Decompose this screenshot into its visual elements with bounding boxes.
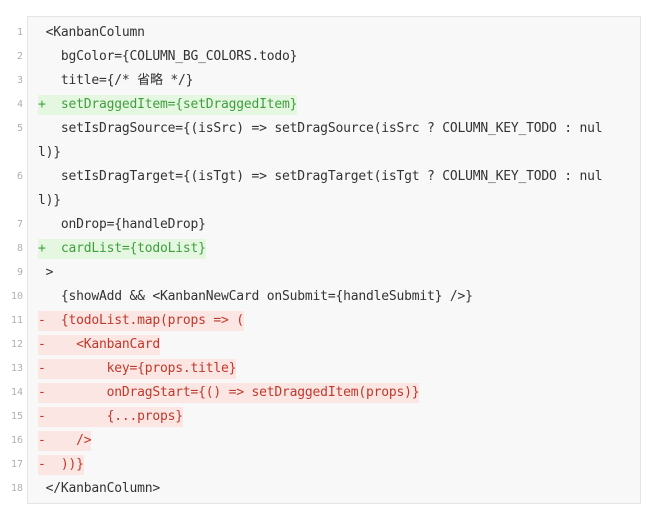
line-text: onDrop={handleDrop} (38, 217, 206, 232)
line-text: - <KanbanCard (38, 333, 160, 357)
code-line-removed: 17 - ))} (11, 453, 640, 477)
code-line: 5 setIsDragSource={(isSrc) => setDragSou… (17, 117, 640, 165)
line-text: title={/* 省略 */} (38, 73, 194, 88)
line-number: 16 (10, 435, 23, 446)
line-text: + setDraggedItem={setDraggedItem} (38, 93, 298, 117)
line-text: - ))} (38, 453, 84, 477)
line-number: 17 (10, 459, 23, 470)
line-number: 14 (10, 387, 23, 398)
line-number: 5 (16, 123, 23, 134)
code-line: 1 <KanbanColumn (17, 21, 640, 45)
line-number: 6 (16, 171, 23, 182)
code-line: 7 onDrop={handleDrop} (17, 213, 640, 237)
line-text: - {todoList.map(props => ( (38, 309, 244, 333)
line-number: 1 (16, 27, 23, 38)
line-text: setIsDragSource={(isSrc) => setDragSourc… (38, 121, 603, 136)
line-number: 4 (16, 99, 23, 110)
line-number: 15 (10, 411, 23, 422)
code-line: 10 {showAdd && <KanbanNewCard onSubmit={… (11, 285, 640, 309)
code-line: 9 > (17, 261, 640, 285)
code-line-removed: 12 - <KanbanCard (11, 333, 640, 357)
line-text: > (38, 265, 54, 280)
code-line-removed: 15 - {...props} (11, 405, 640, 429)
line-number: 13 (10, 363, 23, 374)
line-number: 18 (10, 483, 23, 494)
line-text: - onDragStart={() => setDraggedItem(prop… (38, 381, 420, 405)
line-text: </KanbanColumn> (38, 481, 161, 496)
line-number: 10 (10, 291, 23, 302)
line-number: 12 (10, 339, 23, 350)
code-line: 6 setIsDragTarget={(isTgt) => setDragTar… (17, 165, 640, 213)
code-line-added: 4 + setDraggedItem={setDraggedItem} (17, 93, 640, 117)
code-line-removed: 16 - /> (11, 429, 640, 453)
line-text: - key={props.title} (38, 357, 236, 381)
line-number: 9 (16, 267, 23, 278)
line-number: 3 (16, 75, 23, 86)
line-text: - {...props} (38, 405, 183, 429)
line-text: - /> (38, 429, 92, 453)
line-text-wrap: l)} (38, 145, 61, 160)
code-line: 2 bgColor={COLUMN_BG_COLORS.todo} (17, 45, 640, 69)
line-number: 11 (10, 315, 23, 326)
line-number: 7 (16, 219, 23, 230)
line-text-wrap: l)} (38, 193, 61, 208)
line-number: 2 (16, 51, 23, 62)
code-line-removed: 11 - {todoList.map(props => ( (11, 309, 640, 333)
line-text: bgColor={COLUMN_BG_COLORS.todo} (38, 49, 298, 64)
code-line-removed: 13 - key={props.title} (11, 357, 640, 381)
code-line: 18 </KanbanColumn> (11, 477, 640, 501)
code-line: 3 title={/* 省略 */} (17, 69, 640, 93)
code-diff-block: 1 <KanbanColumn 2 bgColor={COLUMN_BG_COL… (11, 16, 641, 504)
line-text: {showAdd && <KanbanNewCard onSubmit={han… (38, 289, 473, 304)
line-text: <KanbanColumn (38, 25, 145, 40)
code-line-removed: 14 - onDragStart={() => setDraggedItem(p… (11, 381, 640, 405)
line-text: setIsDragTarget={(isTgt) => setDragTarge… (38, 169, 603, 184)
line-number: 8 (16, 243, 23, 254)
code-line-added: 8 + cardList={todoList} (17, 237, 640, 261)
line-text: + cardList={todoList} (38, 237, 206, 261)
